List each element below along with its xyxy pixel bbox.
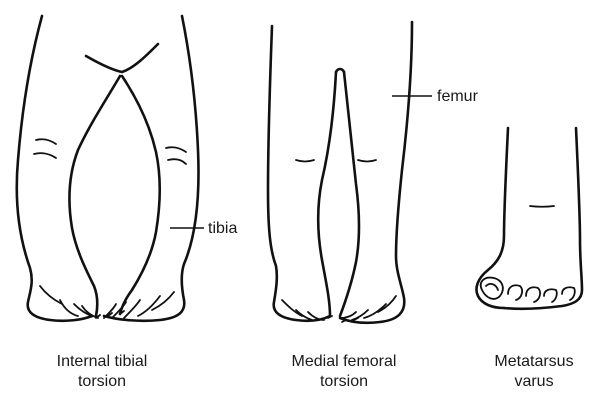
foot-outline-right [504,128,582,309]
femur-label: femur [437,88,479,105]
ankle-crease [530,206,554,207]
left-leg-outline-2 [268,26,330,321]
left-leg-inner [70,76,120,316]
left-leg-outline [17,16,92,321]
toe-5 [562,287,575,300]
caption-3-line-1: Metatarsus [478,352,590,372]
caption-3-line-2: varus [478,372,590,392]
right-leg-inner [120,76,160,314]
right-knee-crease [166,147,186,152]
right-leg-inner-2 [340,72,359,316]
tibia-label: tibia [208,220,237,237]
crotch-curve [86,44,158,72]
caption-1-line-1: Internal tibial [18,352,186,372]
right-leg-outline [104,16,198,321]
right-foot-toes [104,292,174,318]
right-foot-toes-2 [340,296,396,320]
caption-medial-femoral-torsion: Medial femoral torsion [255,352,433,392]
right-leg-outline-2 [340,22,412,323]
metatarsus-varus-drawing [476,128,582,309]
caption-1-line-2: torsion [18,372,186,392]
toe-4 [544,289,557,302]
toe-3 [526,287,540,302]
left-knee-crease [36,139,56,144]
right-knee-crease-fig2 [358,160,376,162]
big-toe [481,278,503,299]
caption-metatarsus-varus: Metatarsus varus [478,352,590,392]
caption-internal-tibial-torsion: Internal tibial torsion [18,352,186,392]
left-knee-crease-2 [34,153,56,158]
internal-tibial-torsion-drawing [17,16,199,321]
medial-femoral-torsion-drawing [268,22,412,323]
left-knee-crease-fig2 [296,160,314,162]
caption-2-line-1: Medial femoral [255,352,433,372]
caption-2-line-2: torsion [255,372,433,392]
crotch-peak [336,69,344,72]
toe-2 [508,285,522,300]
left-leg-inner-2 [318,72,336,316]
right-knee-crease-2 [168,159,186,164]
left-foot-toes [40,286,98,318]
big-toe-nail [486,284,498,290]
left-foot-toes-2 [282,300,324,320]
